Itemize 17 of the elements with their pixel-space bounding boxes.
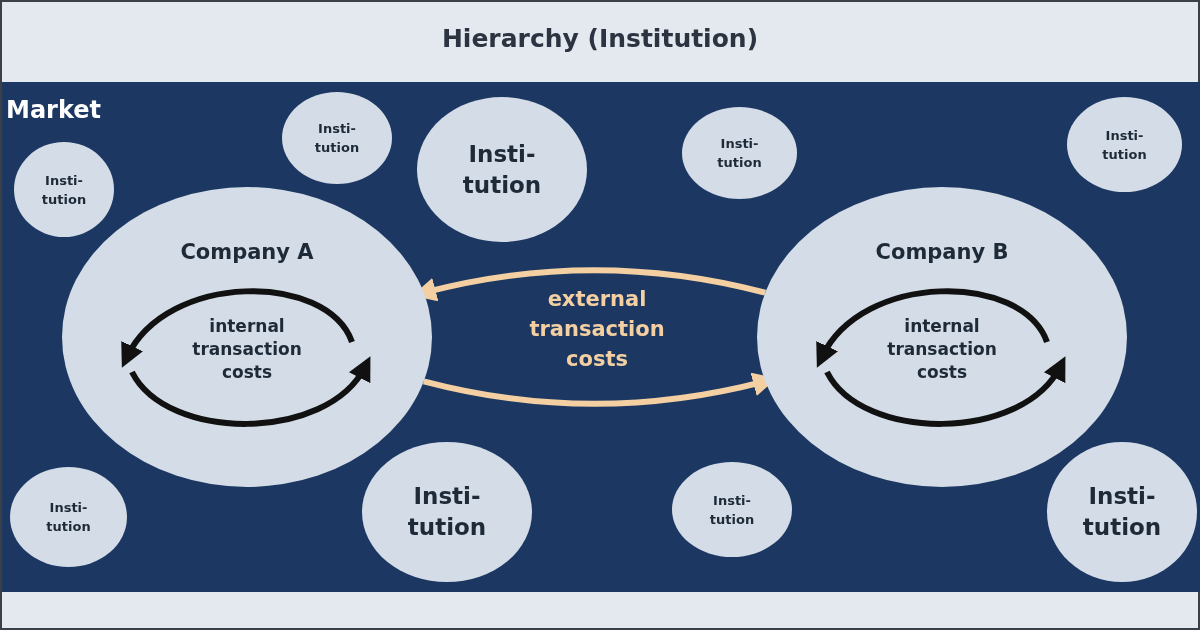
circle-text: internal transaction costs (886, 315, 998, 384)
circle-text: internal transaction costs (191, 315, 303, 384)
arrow-label: external transaction costs (528, 286, 666, 373)
band-title: Hierarchy (Institution) (440, 23, 760, 55)
circle-text: Insti- tution (40, 171, 88, 209)
circle-text: Insti- tution (313, 120, 361, 157)
company-name: Company A (179, 239, 315, 266)
circle-text: Insti- tution (1081, 482, 1163, 542)
panel-title: Market (6, 95, 101, 126)
circle-text: Insti- tution (1101, 126, 1148, 164)
market-panel (2, 82, 1200, 592)
circle-text: Insti- tution (406, 482, 488, 542)
circle-text: Insti- tution (716, 135, 763, 172)
circle-text: Insti- tution (708, 491, 756, 529)
company-name: Company B (874, 239, 1010, 266)
circle-text: Insti- tution (45, 499, 92, 536)
circle-text: Insti- tution (461, 139, 543, 200)
